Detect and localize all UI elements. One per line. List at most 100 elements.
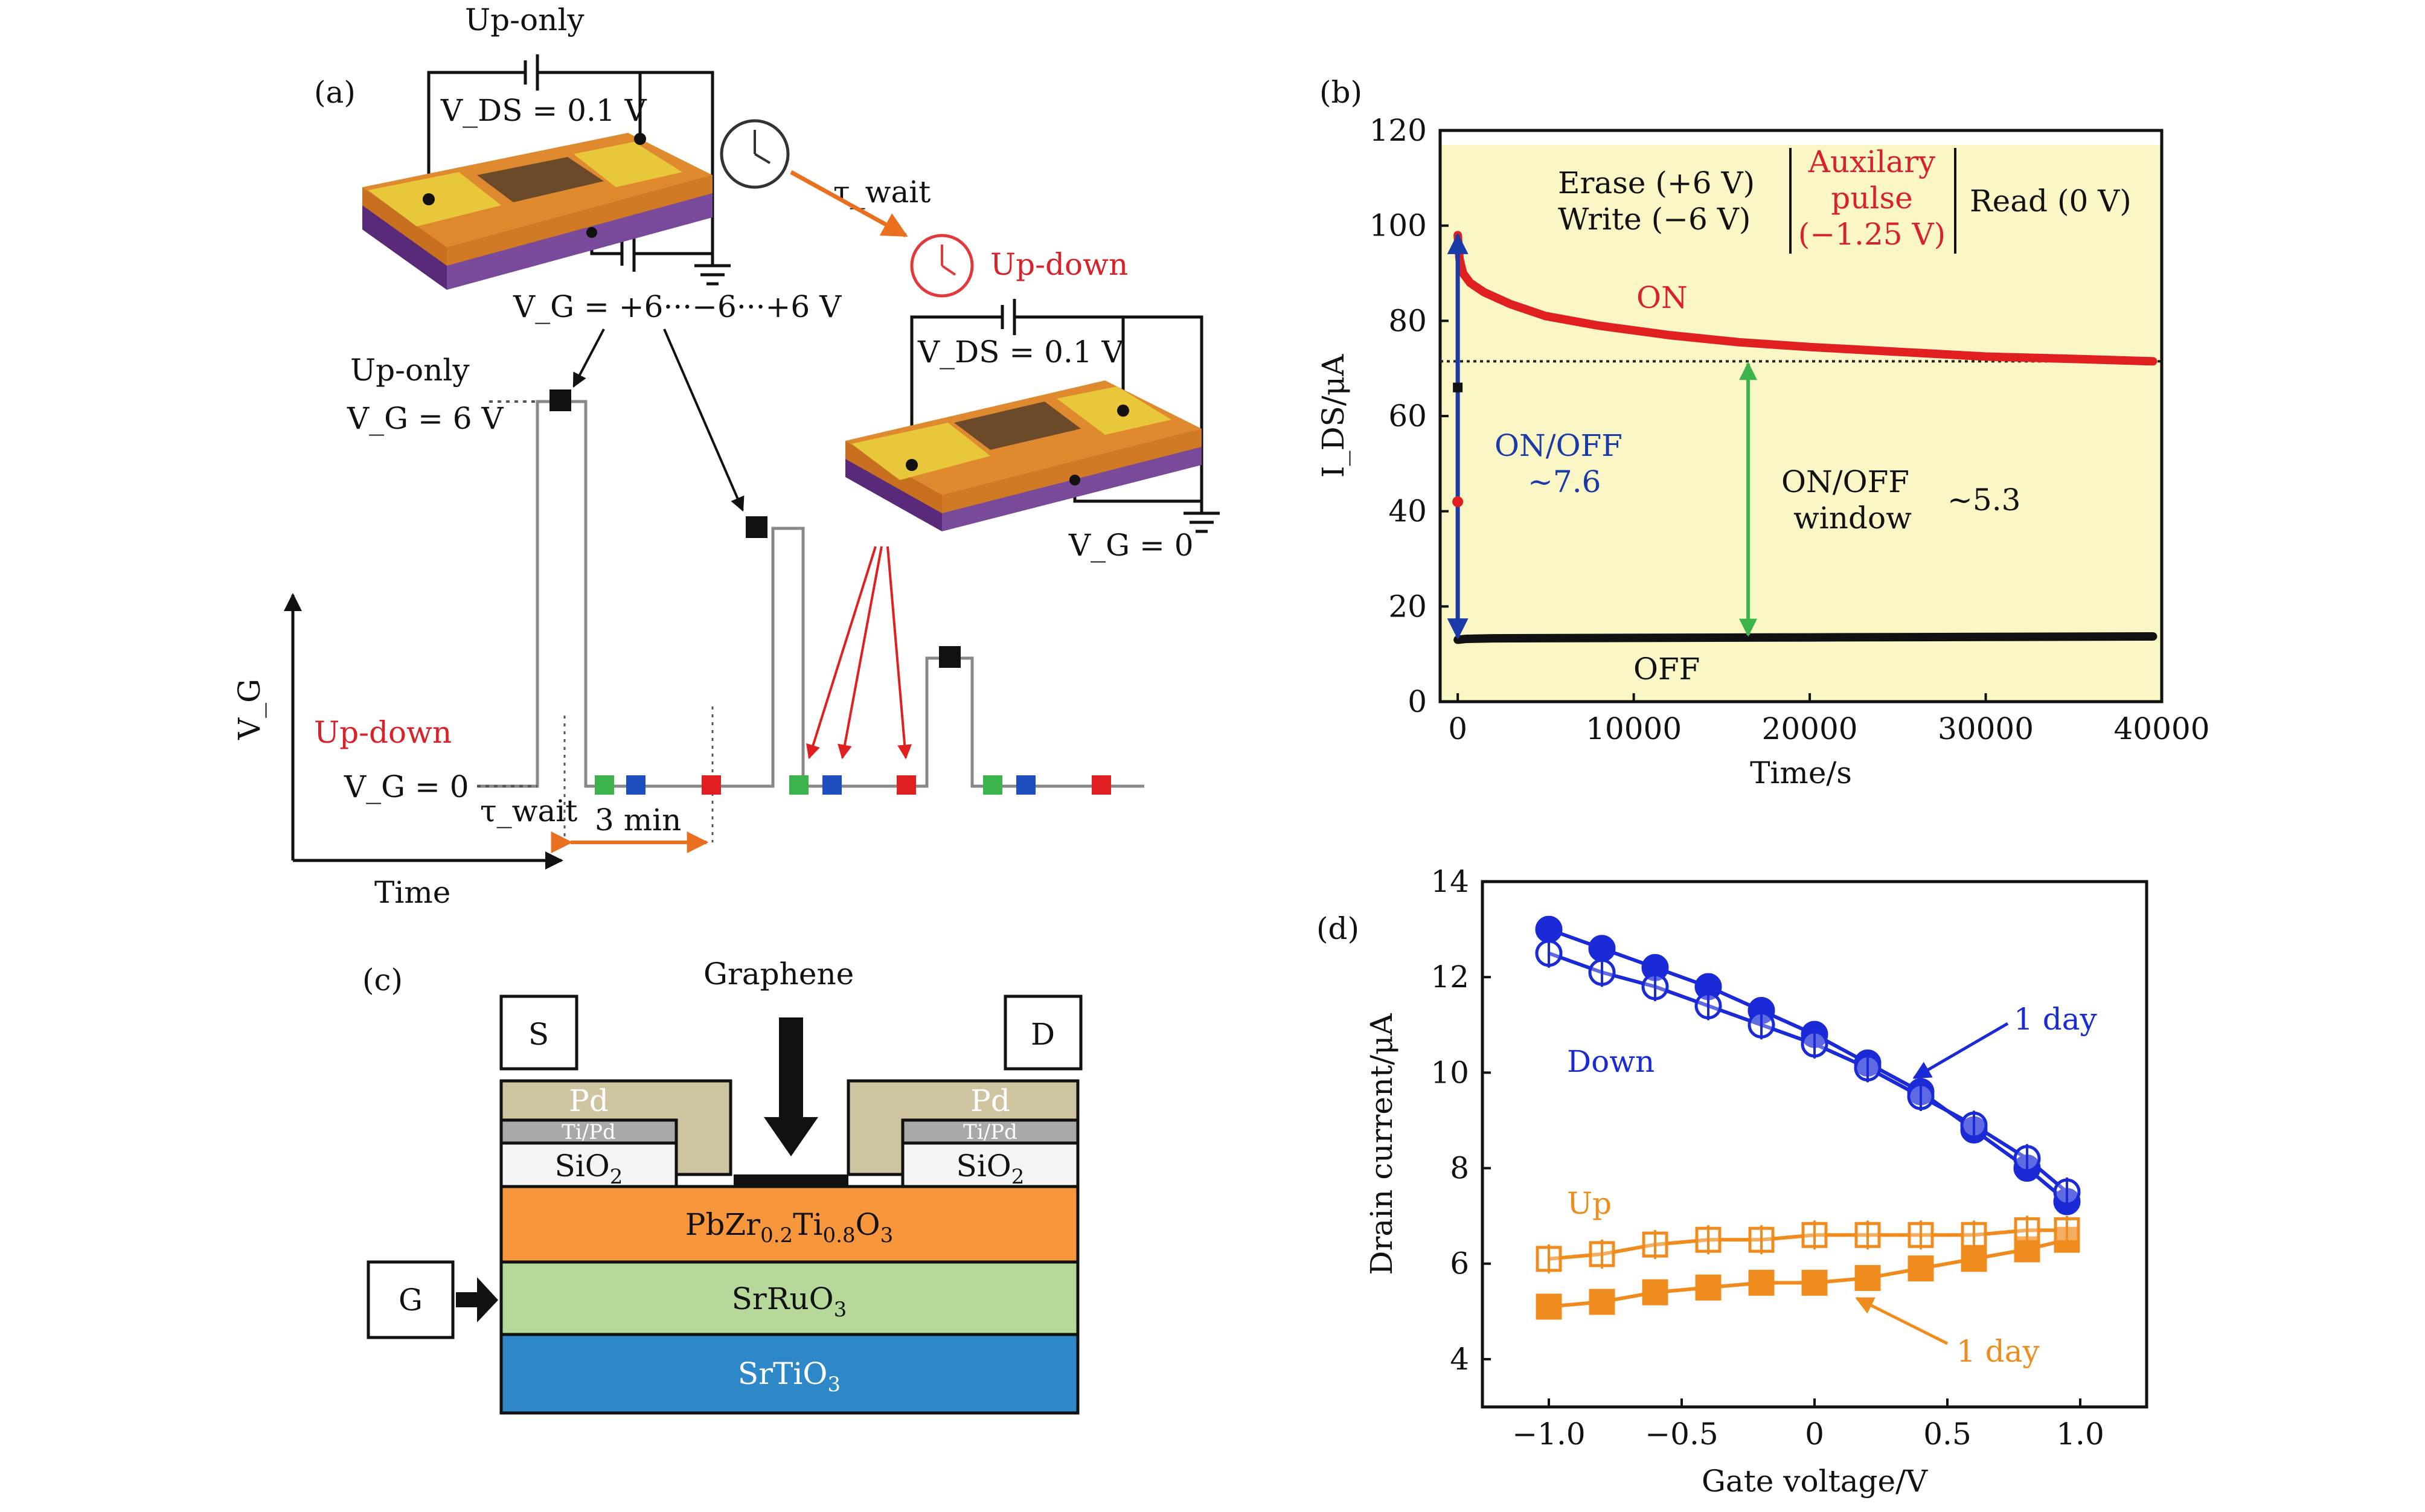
- waveform-x-label: Time: [374, 875, 450, 910]
- clock-red-icon: [910, 234, 974, 298]
- y-tick-label-d: 12: [1430, 959, 1469, 995]
- y-tick-label-d: 4: [1450, 1342, 1469, 1377]
- y-tick-label-b: 20: [1388, 589, 1427, 624]
- data-point: [1748, 1269, 1775, 1296]
- x-tick-label-d: 0: [1805, 1417, 1824, 1452]
- up-down-title: Up-down: [990, 247, 1128, 282]
- sio2-right-label: SiO2: [956, 1148, 1025, 1189]
- sro-label: SrRuO3: [732, 1281, 847, 1322]
- sweep-arrow-2: [663, 328, 745, 512]
- gate-label: G: [399, 1283, 423, 1318]
- pzt-part-4: 0.8: [823, 1223, 856, 1248]
- pzt-part-2: 0.2: [760, 1223, 793, 1248]
- sweep-arrow-1: [572, 328, 605, 388]
- y-tick-label-d: 8: [1450, 1151, 1469, 1186]
- vg-zero-right-label: V_G = 0: [1068, 528, 1194, 563]
- up-only-title: Up-only: [465, 2, 585, 37]
- tau-wait-bottom-label: τ_wait: [480, 793, 577, 828]
- waveform-y-label: V_G: [232, 679, 267, 740]
- source-box: [499, 995, 578, 1071]
- sio2-right-main: SiO: [956, 1148, 1011, 1184]
- vg0-label: V_G = 0: [344, 769, 469, 804]
- read-marker-red-1: [702, 775, 721, 795]
- one-day-top-label: 1 day: [2014, 1002, 2098, 1037]
- y-tick-label-b: 120: [1369, 113, 1427, 148]
- panel-c-label: (c): [362, 963, 403, 998]
- read-marker-blue-1: [626, 775, 645, 795]
- y-tick-label-b: 100: [1369, 208, 1427, 243]
- sio2-right-sub: 2: [1011, 1165, 1025, 1189]
- pzt-part-6: 3: [880, 1223, 894, 1248]
- panel-d-label: (d): [1316, 911, 1359, 946]
- window-label-2: window: [1793, 501, 1912, 536]
- wait-arrow: [790, 170, 908, 238]
- data-point: [1588, 935, 1616, 963]
- graphene-arrow: [764, 1017, 818, 1156]
- red-arrows: [806, 546, 912, 760]
- window-fill: [1440, 145, 2162, 702]
- sro-part-2: 3: [834, 1298, 847, 1322]
- data-point: [1535, 915, 1563, 943]
- sio2-left-label: SiO2: [555, 1148, 623, 1189]
- panel-a: (a) Up-only V_DS = 0.1 V: [232, 2, 1220, 910]
- read-marker-green-3: [983, 775, 1002, 795]
- x-tick-label-d: −0.5: [1645, 1417, 1718, 1452]
- sio2-left: [499, 1141, 678, 1188]
- read-marker-blue-2: [822, 775, 842, 795]
- vds-top-label: V_DS = 0.1 V: [440, 93, 647, 128]
- y-tick-label-d: 6: [1450, 1246, 1469, 1281]
- data-point: [1695, 1274, 1722, 1301]
- pzt-label: PbZr0.2Ti0.8O3: [685, 1207, 893, 1248]
- window-value: ~5.3: [1947, 482, 2020, 517]
- y-tick-label-b: 40: [1388, 494, 1427, 529]
- legend-aux-1: Auxilary: [1808, 144, 1936, 179]
- read-point: [1453, 382, 1463, 392]
- data-point: [1536, 1293, 1562, 1320]
- window-label-1: ON/OFF: [1781, 464, 1909, 499]
- legend-aux-2: pulse: [1831, 181, 1912, 216]
- peak-marker-1: [549, 389, 571, 411]
- series-off-line: [1453, 632, 2158, 644]
- x-tick-label-d: 0.5: [1923, 1417, 1972, 1452]
- peak-marker-3: [939, 646, 961, 668]
- sto-part-2: 3: [827, 1373, 841, 1397]
- x-axis-label-b: Time/s: [1750, 755, 1852, 790]
- graphene-layer: [734, 1174, 848, 1187]
- read-marker-green-1: [595, 775, 614, 795]
- data-point: [1854, 1264, 1881, 1291]
- read-marker-blue-3: [1016, 775, 1036, 795]
- read-marker-green-2: [789, 775, 809, 795]
- source-label: S: [528, 1017, 549, 1052]
- vds-right-label: V_DS = 0.1 V: [917, 335, 1124, 370]
- off-label: OFF: [1633, 652, 1700, 687]
- data-point: [1589, 1289, 1615, 1315]
- legend-read: Read (0 V): [1970, 184, 2132, 219]
- three-min-label: 3 min: [595, 802, 681, 838]
- sro-layer: [499, 1260, 1080, 1336]
- y-tick-label-d: 14: [1430, 864, 1469, 899]
- x-tick-label-b: 10000: [1586, 711, 1682, 746]
- pd-left-label: Pd: [569, 1083, 609, 1118]
- gate-arrow: [456, 1277, 498, 1322]
- drain-label: D: [1031, 1017, 1055, 1052]
- top-device: [362, 133, 713, 290]
- read-marker-red-3: [1092, 775, 1111, 795]
- sto-label: SrTiO3: [738, 1356, 841, 1397]
- data-point: [1642, 1279, 1668, 1305]
- legend-erase: Erase (+6 V): [1558, 165, 1755, 200]
- read-marker-red-2: [897, 775, 916, 795]
- x-tick-label-b: 0: [1448, 711, 1467, 746]
- pzt-part-1: PbZr: [685, 1207, 760, 1242]
- tipd-right: [901, 1118, 1080, 1145]
- sio2-right: [901, 1141, 1080, 1188]
- vg-sweep-label: V_G = +6···−6···+6 V: [513, 289, 842, 324]
- x-axis-label-d: Gate voltage/V: [1702, 1464, 1928, 1499]
- on-label: ON: [1636, 280, 1688, 315]
- gate-box: [367, 1260, 455, 1339]
- panel-c: (c) Graphene S D Pd Pd Ti/Pd Ti/Pd SiO2 …: [362, 956, 1083, 1415]
- panel-a-label: (a): [314, 75, 356, 110]
